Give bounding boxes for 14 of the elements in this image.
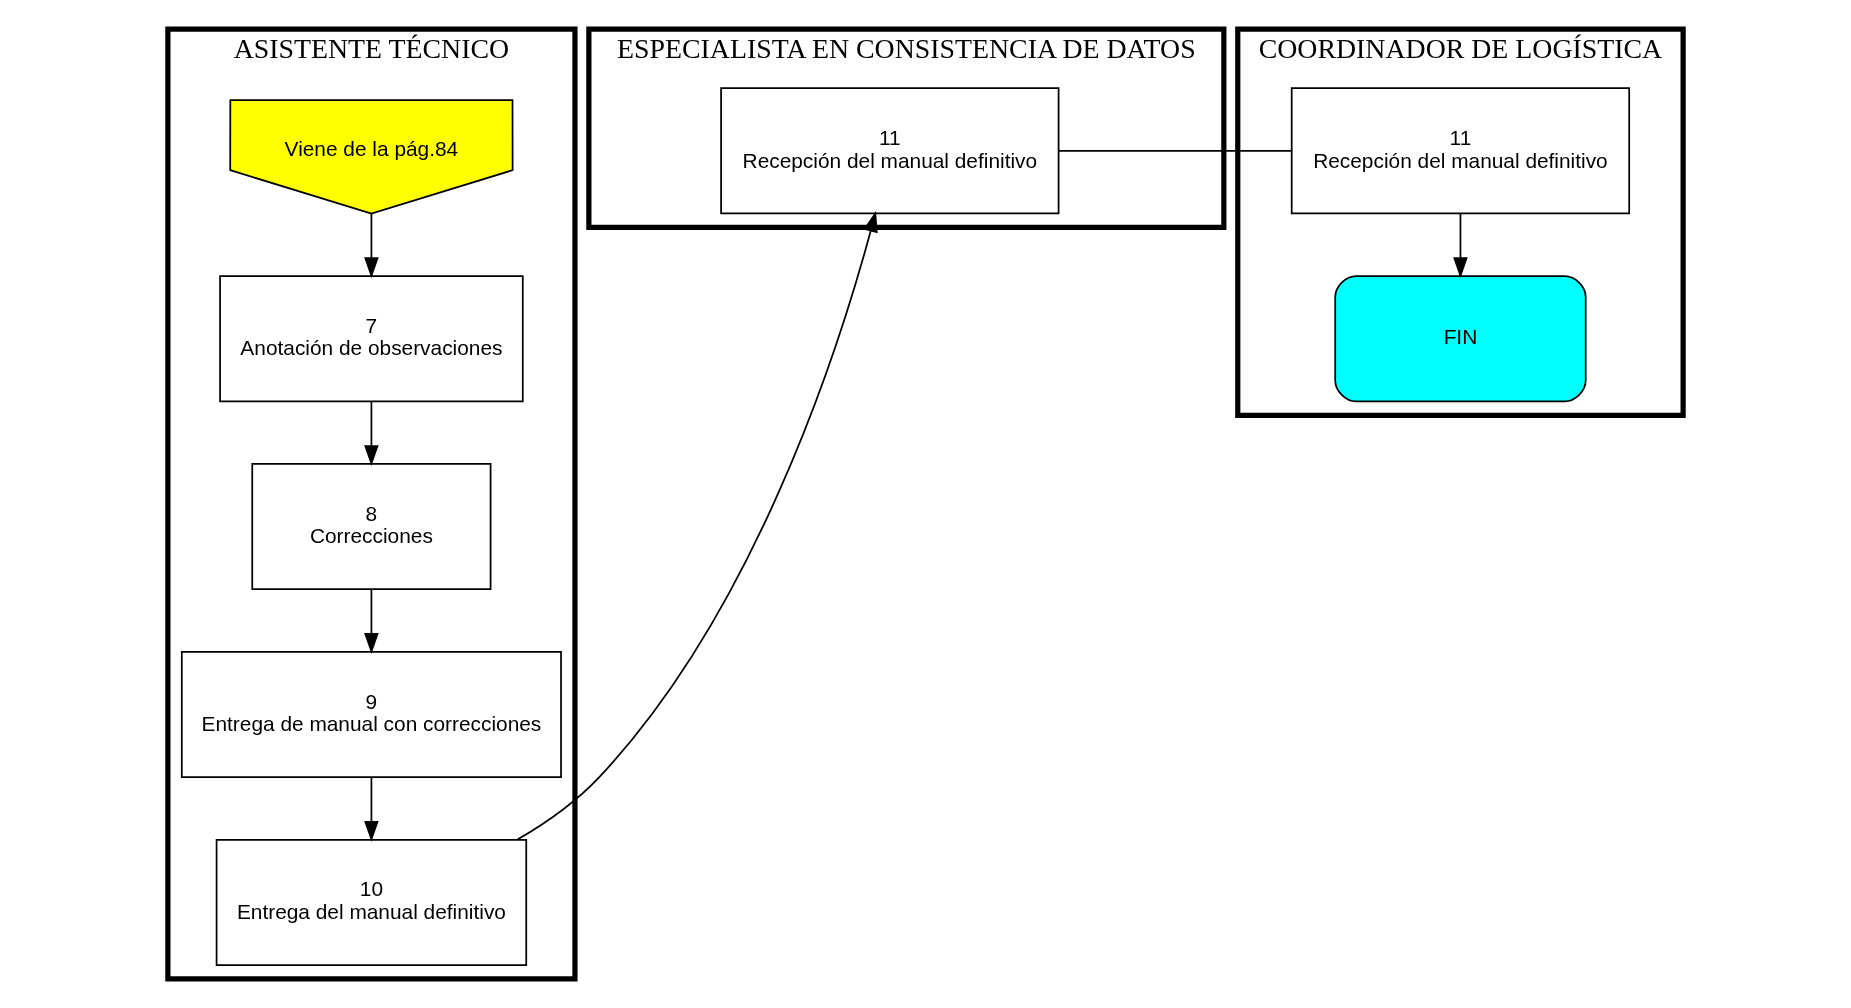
node-box: 10 Entrega del manual definitivo	[215, 838, 528, 966]
arrow	[364, 212, 379, 279]
node-box: 8 Correcciones	[251, 463, 492, 591]
arrow	[364, 400, 379, 467]
arrow	[1453, 212, 1468, 279]
node-box: 11 Recepción del manual definitivo	[720, 87, 1060, 215]
node-box: FIN	[1334, 275, 1587, 403]
arrow	[364, 588, 379, 654]
node-box: 11 Recepción del manual definitivo	[1290, 87, 1631, 215]
connector	[1057, 150, 1292, 152]
node-box: 9 Entrega de manual con correcciones	[180, 651, 562, 778]
node-box: 7 Anotación de observaciones	[219, 275, 524, 403]
arrow	[516, 211, 878, 841]
arrow	[364, 776, 379, 842]
